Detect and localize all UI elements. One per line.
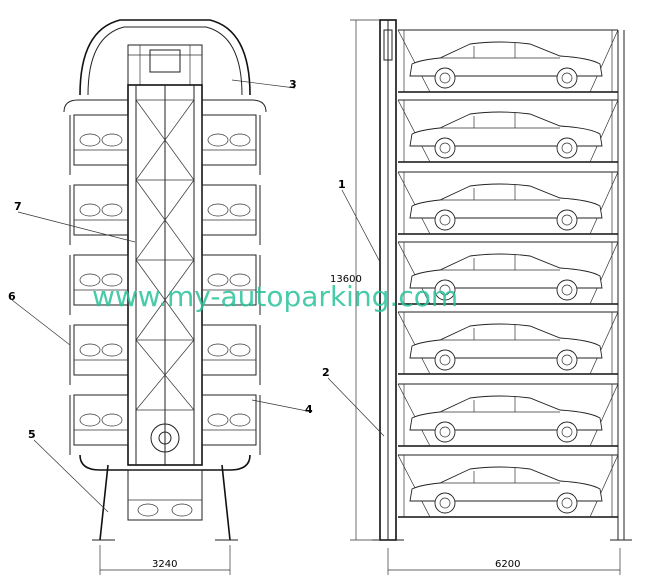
car-5: [409, 323, 603, 359]
wheel: [556, 279, 578, 301]
car-1: [409, 41, 603, 77]
car-7: [409, 466, 603, 502]
callout-1: 1: [338, 178, 346, 191]
wheel: [434, 492, 456, 514]
callout-2: 2: [322, 366, 330, 379]
top-arch: [79, 19, 251, 96]
wheel: [556, 492, 578, 514]
callout-5: 5: [28, 428, 36, 441]
callout-3: 3: [289, 78, 297, 91]
bottom-pallet: [127, 469, 203, 521]
tower-lattice: [135, 99, 195, 411]
dim-front-width: 3240: [152, 559, 177, 570]
wheel: [556, 209, 578, 231]
dim-height: 13600: [330, 274, 362, 285]
callout-4: 4: [305, 403, 313, 416]
wheel: [556, 67, 578, 89]
right-pallets: [201, 99, 267, 455]
callout-7: 7: [14, 200, 22, 213]
wheel: [434, 349, 456, 371]
car-4: [409, 253, 603, 289]
wheel: [434, 67, 456, 89]
wheel: [556, 421, 578, 443]
dim-side-width: 6200: [495, 559, 520, 570]
drive-sprocket: [150, 423, 180, 453]
callout-6: 6: [8, 290, 16, 303]
wheel: [434, 279, 456, 301]
car-3: [409, 183, 603, 219]
side-levels: [397, 29, 619, 518]
left-pallets: [63, 99, 129, 455]
front-view: 3240: [63, 19, 267, 575]
car-2: [409, 111, 603, 147]
side-view: 13600 6200: [330, 19, 632, 575]
wheel: [434, 209, 456, 231]
car-6: [409, 395, 603, 431]
wheel: [556, 349, 578, 371]
watermark: www.my-autoparking.com: [92, 280, 458, 313]
wheel: [434, 421, 456, 443]
wheel: [556, 137, 578, 159]
wheel: [434, 137, 456, 159]
